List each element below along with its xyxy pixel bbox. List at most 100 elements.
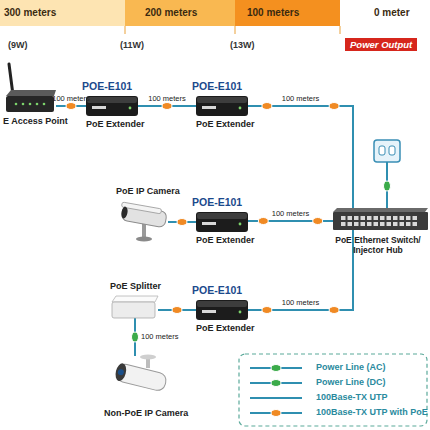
device-label: PoE Extender	[196, 119, 255, 129]
device-label: PoE Extender	[86, 119, 145, 129]
distance-band	[0, 0, 125, 26]
model-name: POE-E101	[192, 80, 242, 92]
legend-text: 100Base-TX UTP	[316, 392, 388, 403]
legend-text: Power Line (AC)	[316, 362, 386, 373]
poe-extender: POE-E101PoE Extender	[196, 96, 248, 116]
poe-marker	[313, 218, 323, 225]
outlet-socket	[379, 146, 385, 155]
distance-band	[125, 0, 235, 26]
switch-port	[387, 216, 392, 220]
distance-label: 100 meters	[148, 95, 186, 103]
poe-marker	[172, 307, 182, 314]
poe-marker	[262, 307, 272, 314]
wattage-label: (9W)	[8, 40, 28, 51]
poe-marker	[262, 103, 272, 110]
device-icon	[6, 90, 56, 112]
camera-mount-base	[140, 355, 156, 360]
distance-label: 100 meters	[282, 299, 320, 307]
legend-text: 100Base-TX UTP with PoE	[316, 407, 428, 418]
device-label: PoE Extender	[196, 235, 255, 245]
switch-port	[393, 216, 398, 220]
switch-port	[413, 216, 418, 220]
router-led	[36, 103, 39, 106]
poe-marker	[329, 103, 339, 110]
switch-port	[361, 222, 366, 226]
switch-port	[400, 222, 405, 226]
extender-body	[196, 212, 248, 232]
extender-led	[239, 107, 242, 110]
router-led	[15, 103, 18, 106]
power-output-tag: Power Output	[345, 38, 417, 51]
extender-top	[87, 97, 137, 103]
legend-box	[239, 354, 427, 426]
switch-port	[341, 216, 346, 220]
camera-body	[115, 362, 168, 392]
extender-logo	[202, 222, 216, 225]
switch-port	[413, 222, 418, 226]
switch-port	[400, 216, 405, 220]
distance-label: 0 meter	[374, 7, 410, 19]
device-icon	[196, 300, 248, 320]
switch-port	[406, 222, 411, 226]
router-top	[6, 90, 56, 96]
extender-top	[197, 301, 247, 307]
router-led	[22, 103, 25, 106]
device-icon	[112, 296, 158, 318]
router-body	[6, 96, 54, 112]
router-led	[29, 103, 32, 106]
poe-switch: PoE Ethernet Switch/ Injector Hub	[333, 212, 428, 230]
switch-port	[367, 216, 372, 220]
splitter-body	[112, 302, 155, 318]
wattage-label: (11W)	[120, 40, 144, 51]
poe-marker	[329, 307, 339, 314]
router-led	[43, 103, 46, 106]
device-icon	[86, 96, 138, 116]
dc-marker	[132, 332, 139, 342]
camera-lens	[117, 369, 124, 376]
poe-ip-camera: PoE IP Camera	[120, 206, 168, 226]
distance-label: 100 meters	[272, 210, 310, 218]
distance-label: 100 meters	[247, 7, 299, 19]
switch-port	[393, 222, 398, 226]
extender-body	[196, 300, 248, 320]
poe-extender: POE-E101PoE Extender	[196, 300, 248, 320]
power-outlet	[374, 140, 400, 162]
band-tick	[125, 26, 126, 34]
model-name: POE-E101	[192, 284, 242, 296]
ac-marker	[384, 181, 391, 191]
model-name: POE-E101	[192, 196, 242, 208]
switch-body	[333, 212, 428, 230]
device-icon	[112, 356, 168, 396]
switch-port	[361, 216, 366, 220]
switch-port	[341, 222, 346, 226]
switch-port	[380, 216, 385, 220]
legend-text: Power Line (DC)	[316, 377, 386, 388]
poe-marker	[258, 218, 268, 225]
device-label: PoE Ethernet Switch/ Injector Hub	[325, 236, 430, 256]
extender-top	[197, 213, 247, 219]
distance-band	[235, 0, 340, 26]
switch-port	[348, 222, 353, 226]
camera-base	[136, 237, 152, 242]
distance-label: 200 meters	[145, 7, 197, 19]
switch-top	[333, 208, 428, 212]
switch-port	[406, 216, 411, 220]
device-icon	[196, 212, 248, 232]
distance-label: 100 meters	[52, 95, 90, 103]
network-cable	[248, 106, 353, 212]
extender-logo	[92, 106, 106, 109]
switch-port	[374, 216, 379, 220]
extender-body	[196, 96, 248, 116]
band-tick	[340, 26, 341, 34]
access-point: E Access Point	[6, 90, 56, 112]
switch-port	[354, 216, 359, 220]
device-label: PoE IP Camera	[116, 186, 180, 196]
legend-ac-marker	[271, 365, 281, 372]
model-name: POE-E101	[82, 80, 132, 92]
camera-front	[114, 362, 128, 382]
camera-body-group	[114, 362, 168, 392]
device-label: PoE Extender	[196, 323, 255, 333]
legend-sample-utp	[250, 397, 302, 399]
splitter-top	[112, 296, 158, 302]
poe-marker	[162, 103, 172, 110]
